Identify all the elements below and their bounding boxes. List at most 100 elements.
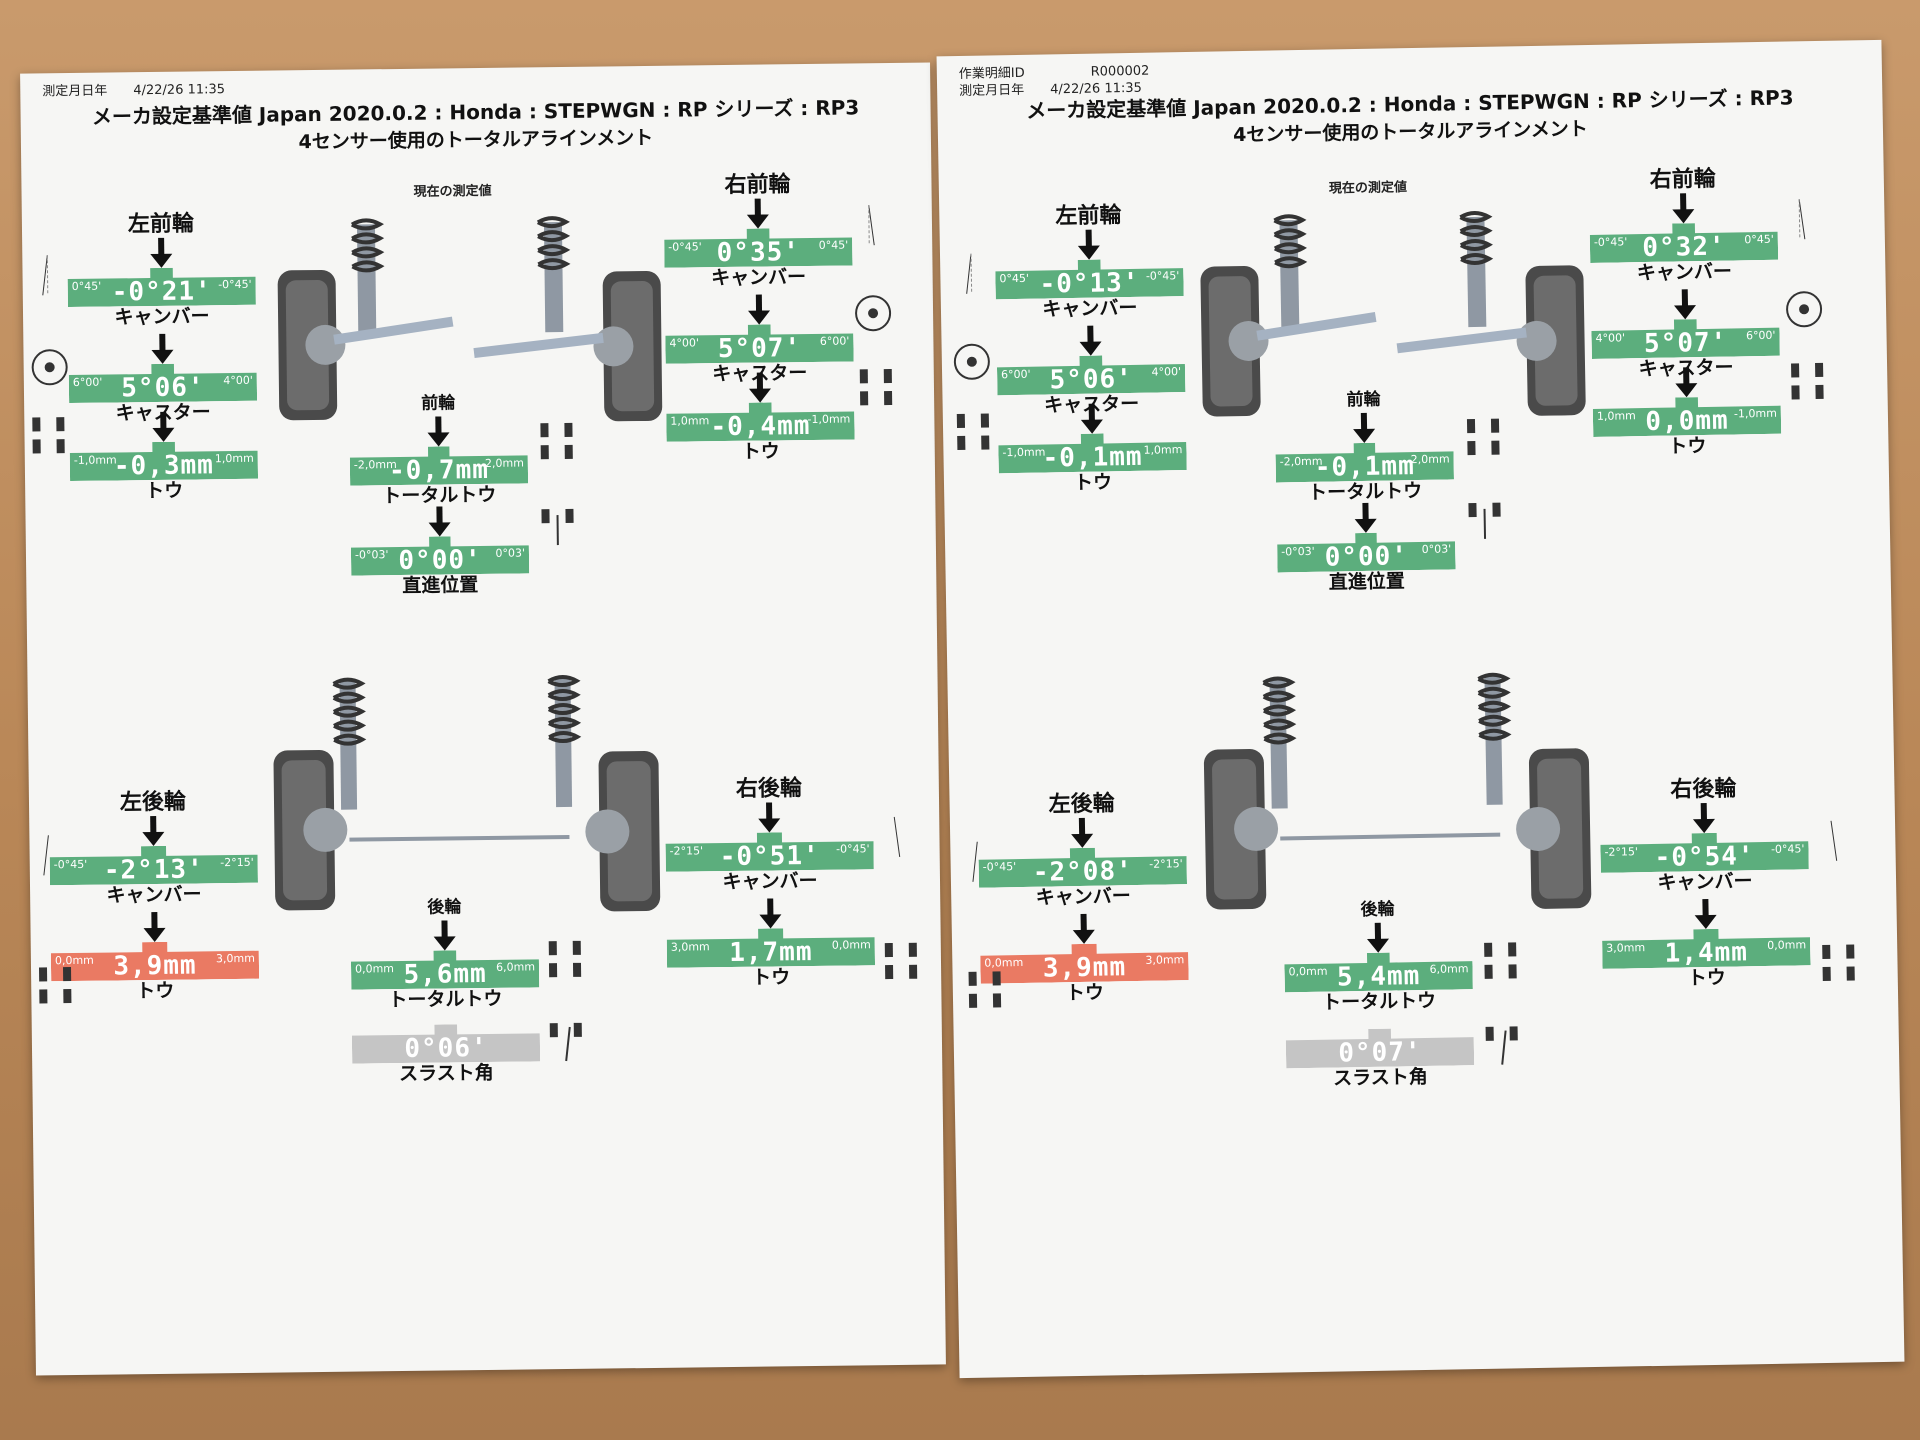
total-toe-diagram-icon [548,940,582,978]
wheel-label: 前輪 [421,393,456,414]
measured-value: -0°13' [1039,267,1140,300]
report-meta: 測定月日年 4/22/26 11:35 [42,81,225,100]
front-total-toe-gauge: 前輪 -2,0mm 2,0mm -0,7mm トータルトウ [349,389,528,507]
arrow-down-icon [152,427,175,443]
gauge-bar: -0°45' -2°15' -2°08' [978,846,1187,888]
toe-diagram-icon [1822,944,1855,982]
gauge-bar: 4°00' 6°00' 5°07' [1591,318,1780,359]
gauge-bar: -2,0mm 2,0mm -0,1mm [1275,441,1454,482]
front-left-toe-gauge: -1,0mm 1,0mm -0,3mm トウ [69,411,258,503]
toe-diagram-icon [32,417,65,454]
measured-value: 0°06' [404,1032,488,1064]
gauge-bar: 4°00' 6°00' 5°07' [665,323,853,363]
measured-value: 5°07' [1643,327,1728,360]
arrow-down-icon [1079,341,1102,356]
wheel-label: 左前輪 [1055,203,1122,230]
gauge-bar: -1,0mm 1,0mm -0,3mm [70,441,258,481]
arrow-down-icon [1694,914,1717,930]
arrow-down-icon [1673,305,1697,320]
arrow-down-icon [143,927,166,943]
gauge-label: 直進位置 [402,574,479,597]
measured-value: -2°13' [103,854,204,886]
gauge-label: トウ [741,440,780,463]
front-suspension-illustration [277,216,663,422]
gauge-label: トウ [1687,966,1726,990]
straight-ahead-diagram-icon [1468,502,1501,539]
measured-value: 0,0mm [1645,405,1729,438]
gauge-label: スラスト角 [398,1061,494,1086]
camber-diagram-icon [972,841,978,882]
gauge-label: キャンバー [1035,885,1131,909]
date-value: 4/22/26 11:35 [133,82,226,99]
gauge-bar-out-of-spec: 0,0mm 3,0mm 3,9mm [51,941,259,982]
front-right-camber-gauge: 右前輪 -0°45' 0°45' 0°32' キャンバー [1589,166,1779,285]
arrow-down-icon [1675,383,1698,398]
gauge-bar: 6°00' 4°00' 5°06' [997,354,1186,395]
gauge-bar: 0,0mm 6,0mm 5,6mm [351,949,539,989]
rear-right-camber-gauge: 右後輪 -2°15' -0°45' -0°51' キャンバー [665,775,874,894]
arrow-down-icon [151,349,174,365]
measured-value: -0°54' [1654,841,1755,873]
wheel-label: 左後輪 [1048,791,1115,818]
gauge-bar: -0°45' 0°45' 0°35' [664,227,852,267]
arrow-down-icon [1077,245,1101,260]
rear-left-toe-gauge: 0,0mm 3,0mm 3,9mm トウ [50,911,259,1004]
gauge-label: キャンバー [1042,296,1138,321]
measured-value: -0°51' [719,840,820,873]
toe-diagram-icon [859,368,893,406]
thrust-angle-diagram-icon [1485,1026,1518,1065]
measured-value: 5,6mm [403,958,487,990]
thrust-angle-diagram-icon [549,1022,582,1062]
arrow-down-icon [1072,929,1096,945]
rear-suspension-illustration [1203,672,1592,910]
arrow-down-icon [746,214,770,229]
gauge-label: トータルトウ [1321,989,1437,1014]
measured-value: 5°06' [121,372,205,404]
report-heading: メーカ設定基準値 Japan 2020.0.2 : Honda : STEPWG… [20,90,931,157]
camber-diagram-icon [966,253,973,294]
gauge-bar: 3,0mm 0,0mm 1,4mm [1602,927,1811,969]
arrow-down-icon [433,936,456,951]
total-toe-diagram-icon [540,422,573,460]
arrow-down-icon [1672,209,1695,224]
measured-value: -0,4mm [710,410,811,443]
front-left-camber-gauge: 左前輪 0°45' -0°45' -0°21' キャンバー [67,211,256,329]
front-total-toe-gauge: 前輪 -2,0mm 2,0mm -0,1mm トータルトウ [1274,385,1454,504]
straight-ahead-diagram-icon [541,508,574,546]
arrow-down-icon [759,914,782,929]
arrow-down-icon [428,522,451,537]
rear-left-toe-gauge: 0,0mm 3,0mm 3,9mm トウ [980,912,1190,1006]
alignment-report-sheet-2: 作業明細ID R000002 測定月日年 4/22/26 11:35 メーカ設定… [936,39,1905,1379]
gauge-bar-out-of-spec: 0,0mm 3,0mm 3,9mm [980,942,1189,984]
gauge-label: トウ [1668,434,1707,458]
gauge-bar: -0°03' 0°03' 0°00' [351,535,529,575]
wheel-label: 前輪 [1346,389,1381,411]
front-right-toe-gauge: 1,0mm -1,0mm 0,0mm トウ [1592,366,1782,459]
wheel-label: 左後輪 [119,789,187,816]
toe-diagram-icon [884,942,918,980]
toe-diagram-icon [1791,362,1824,400]
wheel-label: 右前輪 [724,172,791,199]
gauge-bar: 1,0mm -1,0mm 0,0mm [1593,396,1782,437]
gauge-label: トウ [1073,471,1113,495]
gauge-bar: 6°00' 4°00' 5°06' [69,363,257,403]
front-right-toe-gauge: 1,0mm -1,0mm -0,4mm トウ [666,371,855,463]
camber-diagram-icon [1798,199,1806,240]
arrow-down-icon [1080,419,1104,434]
measured-value: 5°07' [717,333,802,365]
gauge-bar-neutral: 0°06' [352,1023,540,1063]
camber-diagram-icon [1830,820,1838,861]
gauge-label: トウ [1065,981,1105,1005]
toe-diagram-icon [39,967,72,1004]
total-toe-diagram-icon [1484,942,1517,979]
rear-total-toe-gauge: 後輪 0,0mm 6,0mm 5,4mm トータルトウ [1283,895,1473,1014]
camber-diagram-icon [893,816,901,857]
gauge-bar: -0°45' -2°15' -2°13' [50,845,258,886]
gauge-label: トータルトウ [382,483,497,508]
rear-left-camber-gauge: 左後輪 -0°45' -2°15' -2°08' キャンバー [977,790,1187,910]
gauge-bar: -2°15' -0°45' -0°51' [665,831,873,872]
arrow-down-icon [150,253,173,269]
front-left-camber-gauge: 左前輪 0°45' -0°45' -0°13' キャンバー [994,202,1184,321]
arrow-down-icon [748,310,771,325]
gauge-label: トウ [145,479,184,503]
